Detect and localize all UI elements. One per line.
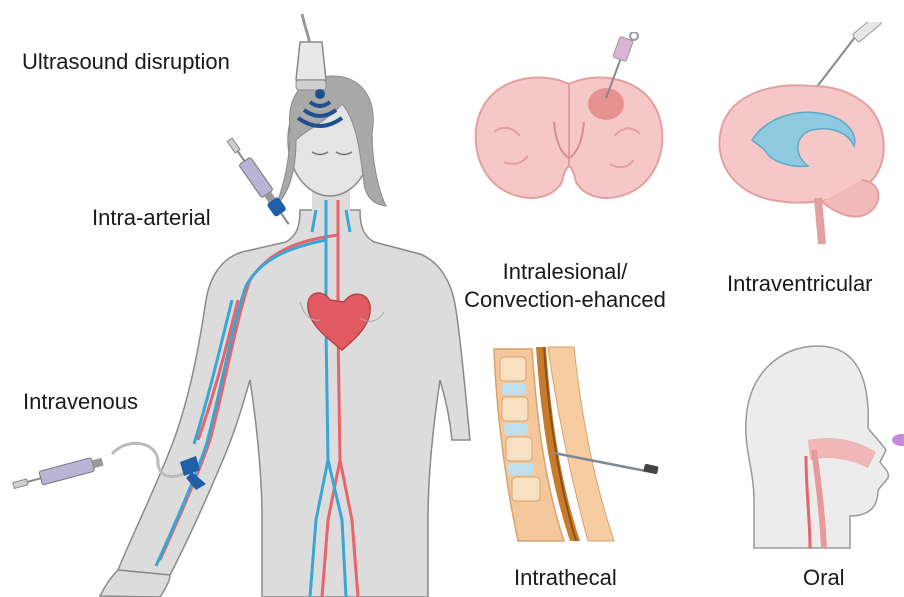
- label-intravenous: Intravenous: [23, 388, 138, 416]
- brain-sagittal-icon: [712, 22, 892, 252]
- intravenous-syringe-icon: [8, 432, 218, 502]
- lesion: [588, 88, 624, 120]
- brain-section-icon: [464, 32, 674, 217]
- ultrasound-probe-icon: [282, 14, 352, 134]
- label-intrathecal: Intrathecal: [514, 564, 617, 592]
- butterfly-needle-icon: [180, 456, 206, 490]
- spine-section-icon: [488, 345, 668, 545]
- hand-outline: [100, 570, 170, 597]
- head-profile-icon: [718, 340, 904, 550]
- label-intralesional-line2: Convection-ehanced: [452, 286, 678, 314]
- label-ultrasound-disruption: Ultrasound disruption: [22, 48, 230, 76]
- label-intra-arterial: Intra-arterial: [92, 204, 211, 232]
- label-intralesional-line1: Intralesional/: [452, 258, 678, 286]
- label-intraventricular: Intraventricular: [727, 270, 873, 298]
- intra-arterial-syringe-icon: [200, 118, 310, 248]
- label-intralesional: Intralesional/ Convection-ehanced: [452, 258, 678, 313]
- label-oral: Oral: [803, 564, 845, 592]
- pill-icon: [892, 434, 904, 446]
